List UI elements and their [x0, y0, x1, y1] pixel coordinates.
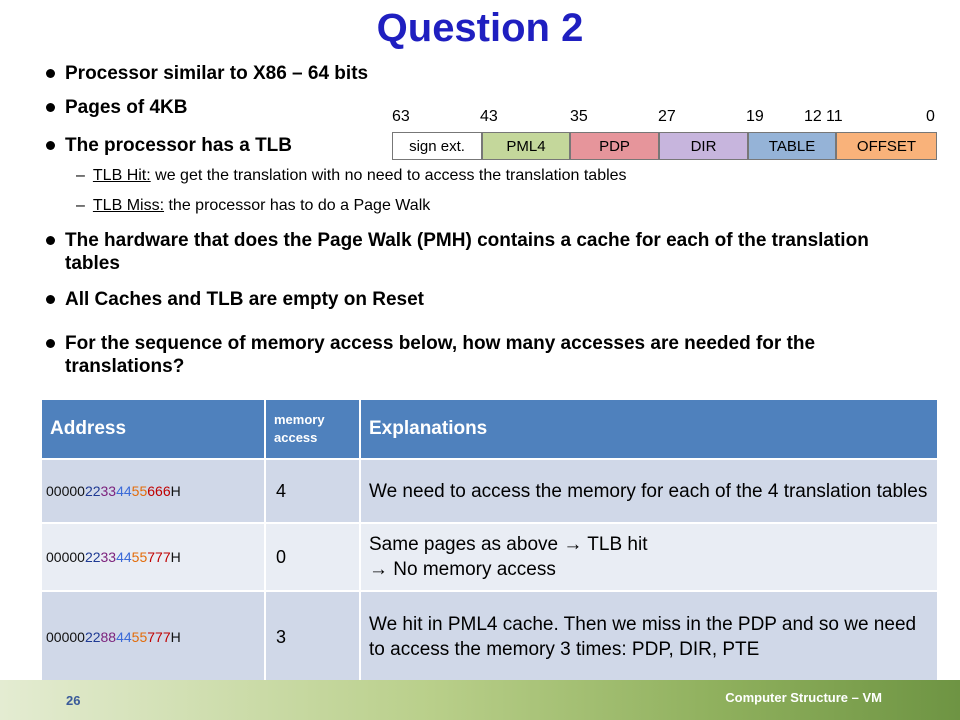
field-sign-ext: sign ext.: [392, 132, 482, 160]
address-format-diagram: 63 43 35 27 19 12 11 0 sign ext. PML4 PD…: [392, 108, 937, 163]
bullet-dot-icon: [46, 141, 55, 150]
sub-bullet-tlb-miss: –TLB Miss: the processor has to do a Pag…: [76, 197, 431, 214]
bullet-item: The hardware that does the Page Walk (PM…: [44, 229, 904, 275]
header-memory-access: memory access: [264, 398, 361, 460]
page-number: 26: [66, 693, 81, 708]
bit-label: 43: [480, 108, 498, 125]
field-dir: DIR: [659, 132, 748, 160]
bullet-item: The processor has a TLB: [44, 134, 904, 157]
bit-label: 35: [570, 108, 588, 125]
bullet-dot-icon: [46, 295, 55, 304]
bit-label: 19: [746, 108, 764, 125]
field-table: TABLE: [748, 132, 836, 160]
bit-label: 11: [826, 108, 843, 125]
explanation-cell: We hit in PML4 cache. Then we miss in th…: [359, 590, 939, 684]
bullet-item: Processor similar to X86 – 64 bits: [44, 62, 904, 85]
bullet-item: For the sequence of memory access below,…: [44, 332, 904, 378]
bit-label: 0: [926, 108, 935, 125]
memory-access-cell: 3: [264, 590, 361, 684]
bullet-dot-icon: [46, 236, 55, 245]
field-pdp: PDP: [570, 132, 659, 160]
arrow-right-icon: →: [369, 559, 388, 580]
translation-table: Address memory access Explanations 00000…: [40, 398, 939, 684]
bullet-dot-icon: [46, 103, 55, 112]
table-row: 0000022334455666H 4 We need to access th…: [40, 458, 939, 524]
header-explanations: Explanations: [359, 398, 939, 460]
explanation-cell: Same pages as above → TLB hit → No memor…: [359, 522, 939, 592]
header-address: Address: [40, 398, 266, 460]
memory-access-cell: 0: [264, 522, 361, 592]
footer-title: Computer Structure – VM: [725, 690, 882, 705]
arrow-right-icon: →: [563, 534, 583, 555]
address-fields: sign ext. PML4 PDP DIR TABLE OFFSET: [392, 132, 937, 162]
bullet-dot-icon: [46, 69, 55, 78]
footer-bar: 26 Computer Structure – VM: [0, 680, 960, 720]
bit-label: 12: [804, 108, 822, 125]
bit-label: 27: [658, 108, 676, 125]
table-row: 0000022334455777H 0 Same pages as above …: [40, 522, 939, 592]
table-header-row: Address memory access Explanations: [40, 398, 939, 460]
bit-label: 63: [392, 108, 410, 125]
address-cell: 0000022334455666H: [40, 458, 266, 524]
address-cell: 0000022334455777H: [40, 522, 266, 592]
field-pml4: PML4: [482, 132, 570, 160]
memory-access-cell: 4: [264, 458, 361, 524]
address-cell: 0000022884455777H: [40, 590, 266, 684]
bullet-item: Pages of 4KB: [44, 96, 904, 119]
dash-icon: –: [76, 167, 85, 184]
table-row: 0000022884455777H 3 We hit in PML4 cache…: [40, 590, 939, 684]
bullet-dot-icon: [46, 339, 55, 348]
dash-icon: –: [76, 197, 85, 214]
field-offset: OFFSET: [836, 132, 937, 160]
explanation-cell: We need to access the memory for each of…: [359, 458, 939, 524]
bullet-item: All Caches and TLB are empty on Reset: [44, 288, 904, 311]
sub-bullet-tlb-hit: –TLB Hit: we get the translation with no…: [76, 167, 627, 184]
page-title: Question 2: [376, 6, 584, 50]
